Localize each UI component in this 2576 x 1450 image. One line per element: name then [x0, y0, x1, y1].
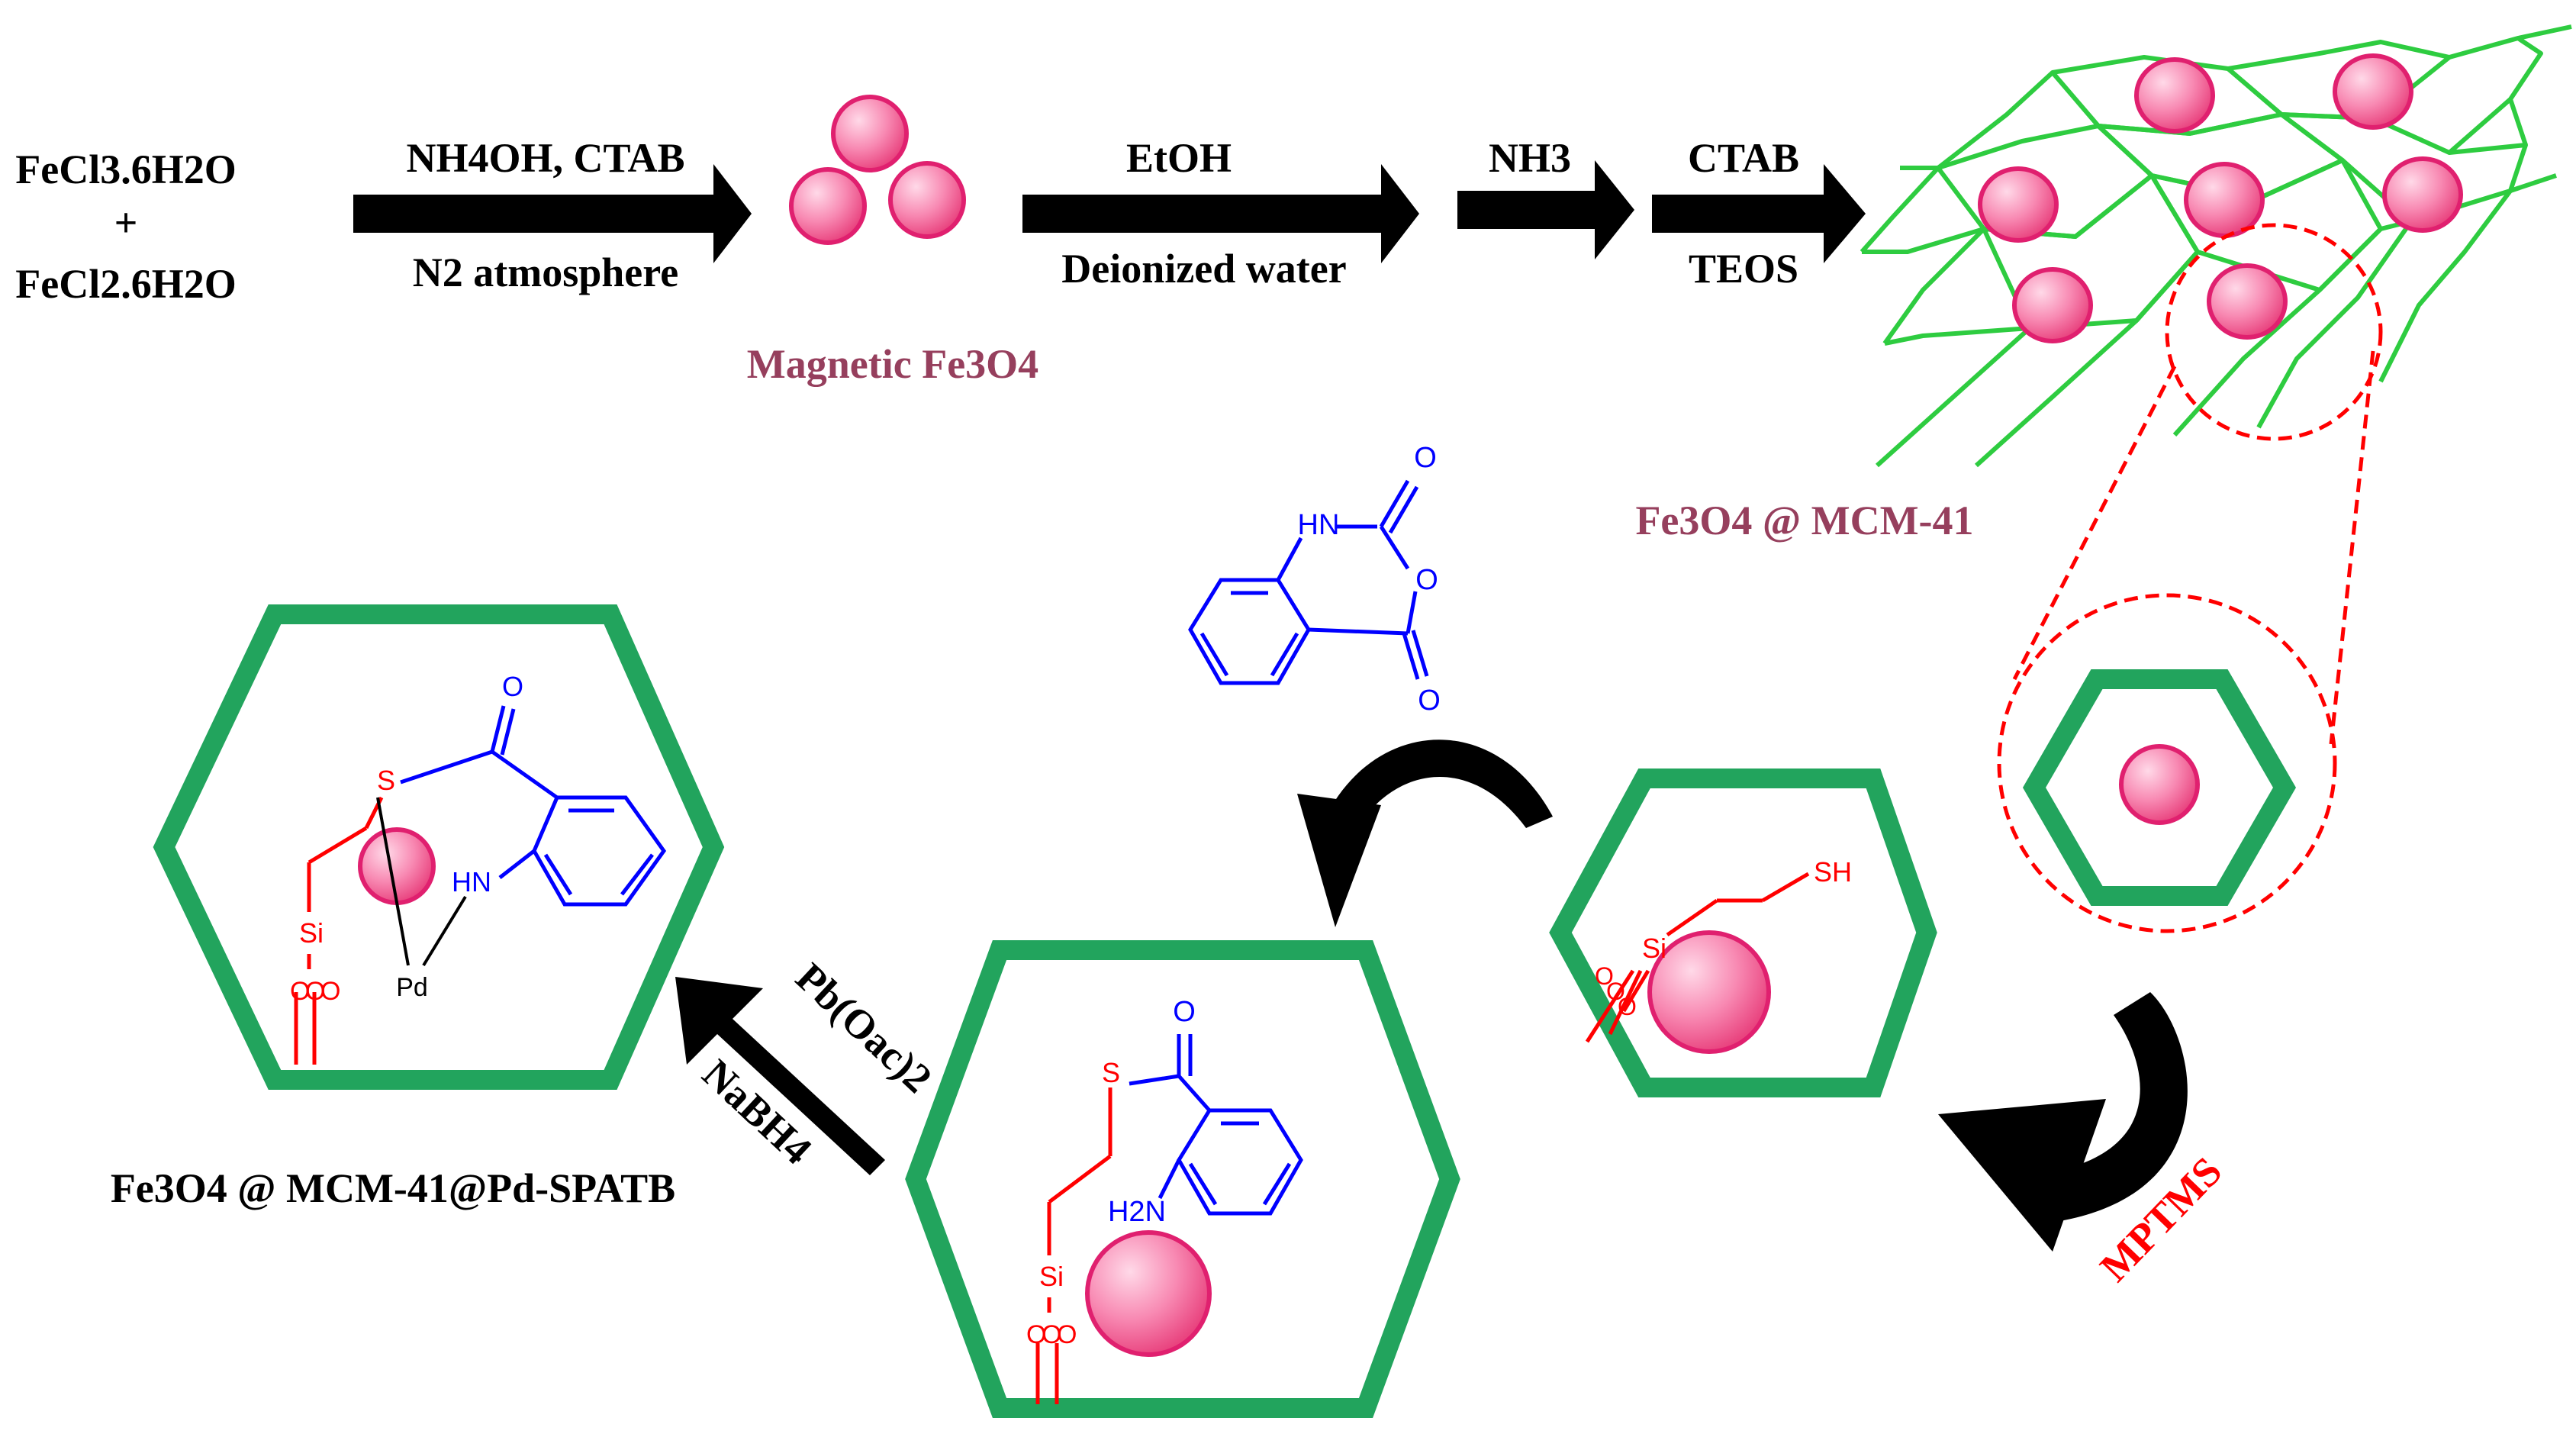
catalyst-linker-red — [294, 796, 384, 1065]
zoom-circle-large — [1997, 593, 2337, 933]
particle-2 — [789, 167, 867, 245]
catalyst-hn: HN — [452, 866, 491, 897]
zoom-line-left — [2012, 365, 2177, 681]
catalyst-o-atom-3: O — [320, 977, 340, 1006]
step6-pd-source: Pb(Oac)2 — [787, 954, 941, 1101]
thiol-pore-particle — [1647, 930, 1771, 1054]
amide-nh2: H2N — [1108, 1196, 1166, 1228]
thiol-sh-group: SH — [1814, 856, 1852, 888]
isatoic-carbonyl-o-bottom: O — [1418, 685, 1441, 717]
step1-conditions: N2 atmosphere — [413, 250, 678, 295]
final-catalyst-label: Fe3O4 @ MCM-41@Pd-SPATB — [111, 1165, 675, 1211]
catalyst-benzene-ring — [532, 795, 667, 907]
amide-si-atom: Si — [1039, 1261, 1064, 1292]
step2-solvent: EtOH — [1126, 135, 1232, 181]
amidation-arrow-head — [1297, 794, 1381, 927]
arrow-step3 — [1457, 160, 1634, 259]
magnification-callout — [1997, 223, 2383, 933]
reactant-block: FeCl3.6H2O + FeCl2.6H2O — [15, 147, 236, 307]
zoom-line-right — [2329, 350, 2375, 745]
amidation-arrow-body — [1324, 740, 1553, 832]
catalyst-benzamide-blue — [400, 705, 667, 907]
fe3o4-mcm41-label: Fe3O4 @ MCM-41 — [1635, 498, 1973, 543]
plus-sign: + — [114, 200, 138, 246]
particle-1 — [831, 95, 909, 172]
arrow-step1 — [353, 164, 752, 263]
catalyst-si-atom: Si — [299, 917, 324, 949]
step1-reagents: NH4OH, CTAB — [406, 135, 684, 181]
isatoic-nh: HN — [1298, 509, 1340, 541]
catalyst-pore-particle — [358, 827, 436, 905]
arrow-step4 — [1652, 164, 1866, 263]
amide-pore-hexagon — [905, 940, 1460, 1418]
isatoic-anhydride-structure — [1188, 479, 1429, 685]
step4-silica-source: TEOS — [1689, 246, 1798, 292]
arrow-step2 — [1022, 164, 1419, 263]
reactant-fecl2: FeCl2.6H2O — [15, 261, 236, 307]
catalyst-carbonyl-o: O — [502, 671, 523, 702]
amide-o-atom-1: O — [1026, 1320, 1046, 1349]
amide-linker-red — [1035, 1088, 1113, 1404]
amide-o-atom-2: O — [1042, 1320, 1061, 1349]
magnetic-fe3o4-label: Magnetic Fe3O4 — [747, 341, 1038, 387]
palladium-atom: Pd — [396, 973, 428, 1002]
thiol-pore-hexagon — [1549, 768, 1937, 1097]
mptms-arrow-head — [1938, 1099, 2106, 1252]
amide-benzene-ring — [1177, 1108, 1303, 1216]
isatoic-carbonyl-o-top: O — [1414, 442, 1437, 474]
mptms-arrow-body — [2030, 992, 2188, 1221]
single-pore-particle — [2119, 744, 2200, 825]
thiol-o-atom-3: O — [1618, 993, 1637, 1020]
particle-3 — [888, 161, 966, 239]
thiol-o-atom-2: O — [1606, 978, 1625, 1005]
mcm41-pore-particles — [1978, 53, 2463, 343]
step3-reagent: NH3 — [1489, 135, 1571, 181]
single-pore-hexagon — [2022, 669, 2297, 906]
thiol-si-atom: Si — [1642, 933, 1666, 964]
catalyst-s-atom: S — [377, 765, 395, 796]
pd-coordination-bonds — [376, 797, 467, 967]
thiol-o-atom-1: O — [1595, 962, 1614, 990]
mcm41-honeycomb-mesh — [1860, 24, 2572, 468]
amide-pore-particle — [1085, 1230, 1212, 1357]
fe3o4-nanoparticles — [789, 95, 966, 245]
step2-conditions: Deionized water — [1061, 246, 1346, 292]
reactant-fecl3: FeCl3.6H2O — [15, 147, 236, 192]
step4-surfactant: CTAB — [1688, 135, 1799, 181]
isatoic-benzene-ring — [1188, 578, 1311, 685]
catalyst-pore-hexagon — [153, 604, 725, 1090]
pd-loading-arrow — [675, 977, 885, 1175]
amide-carbonyl-o: O — [1173, 996, 1196, 1028]
zoom-circle-small — [2165, 223, 2383, 441]
amide-s-atom: S — [1102, 1057, 1120, 1088]
catalyst-o-atom-2: O — [305, 977, 325, 1006]
catalyst-o-atom-1: O — [290, 977, 310, 1006]
mptms-linker — [1585, 872, 1810, 1043]
amide-benzamide-blue — [1129, 1034, 1303, 1216]
amide-o-atom-3: O — [1057, 1320, 1077, 1349]
isatoic-ring-o: O — [1415, 564, 1438, 596]
